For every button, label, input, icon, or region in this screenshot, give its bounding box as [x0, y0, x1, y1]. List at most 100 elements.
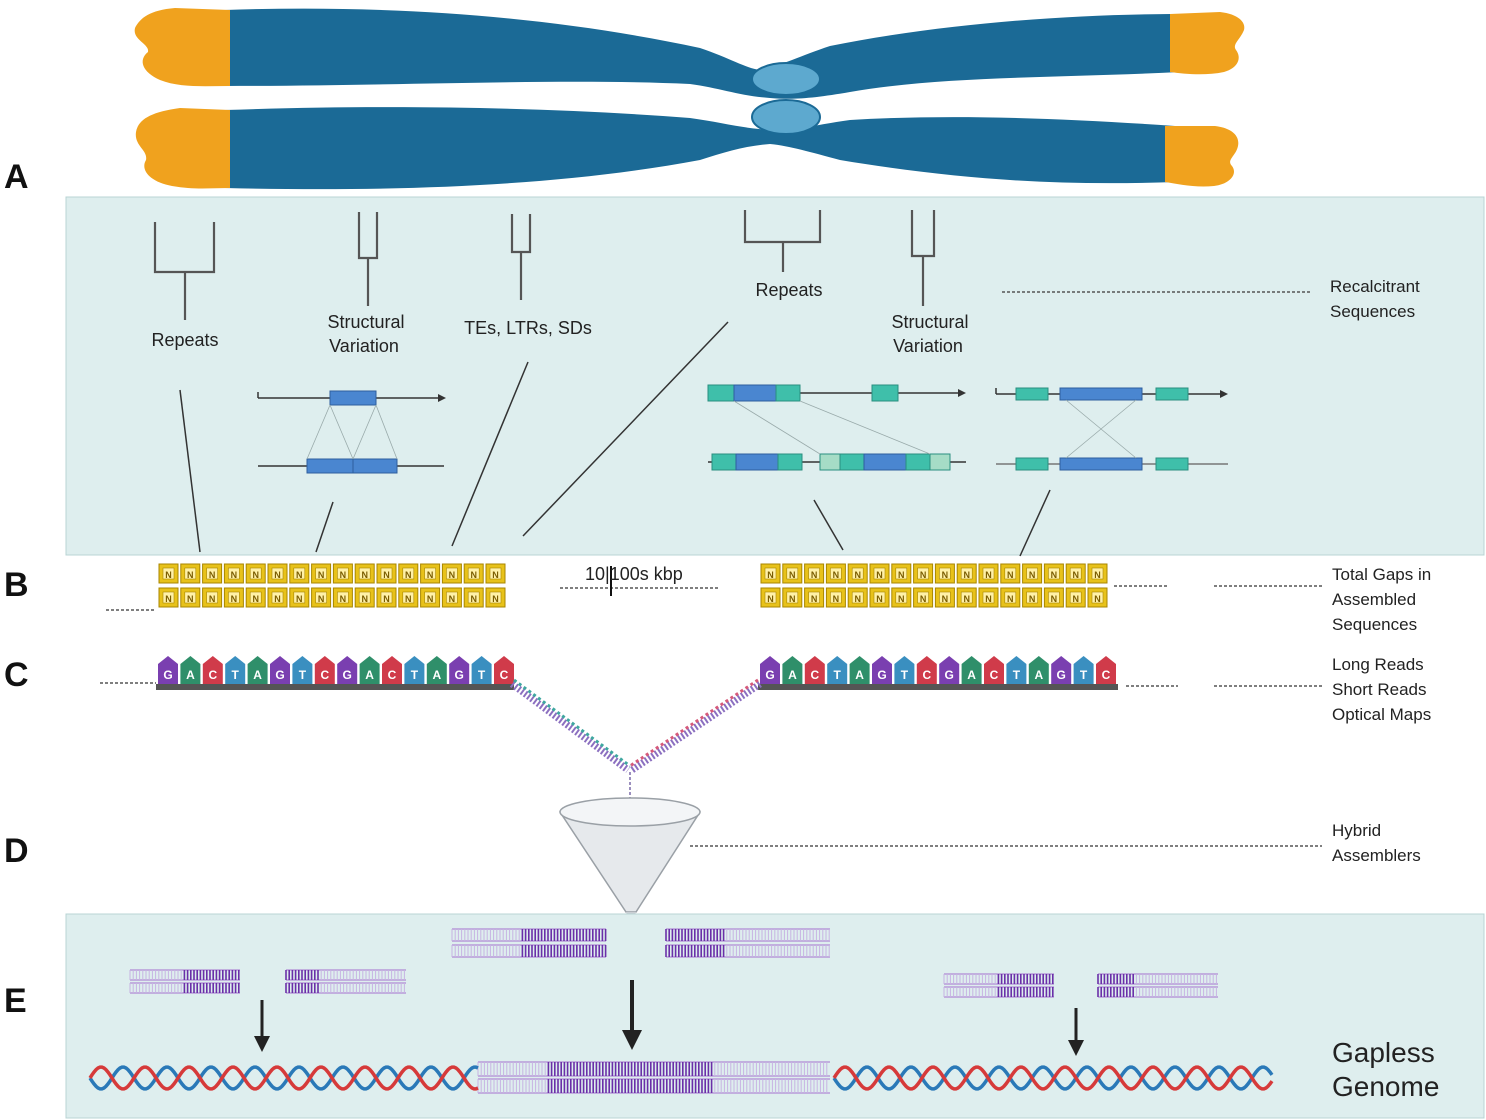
read-fragment: [943, 986, 1054, 998]
read-fragment: [665, 944, 830, 958]
recalcitrant-panel: [65, 196, 1485, 556]
nucleotide-tag: A: [1028, 656, 1049, 684]
gap-letter: N: [1029, 570, 1036, 580]
gap-block: N: [289, 587, 310, 608]
read-fragments: [129, 928, 1218, 1094]
chromosome: [134, 8, 1245, 190]
gap-block: N: [354, 563, 375, 584]
gap-block: N: [1087, 587, 1108, 608]
gap-block: N: [956, 587, 977, 608]
nucleotide-letter: G: [275, 668, 284, 682]
nucleotide-letter: C: [388, 668, 397, 682]
nucleotide-letter: G: [945, 668, 954, 682]
nucleotide-letter: A: [253, 668, 262, 682]
nucleotide-letter: C: [208, 668, 217, 682]
gap-letter: N: [876, 594, 883, 604]
label-short-reads: Short Reads: [1332, 680, 1427, 699]
gap-block: N: [311, 587, 332, 608]
nucleotide-letter: C: [500, 668, 509, 682]
gap-letter: N: [470, 594, 477, 604]
nucleotide-letter: G: [877, 668, 886, 682]
strand-down-right-color: [629, 678, 759, 768]
bracket-sv-1: [357, 212, 379, 306]
gap-block: N: [825, 563, 846, 584]
gap-letter: N: [898, 570, 905, 580]
gap-block: N: [332, 587, 353, 608]
nucleotide-letter: T: [1013, 668, 1021, 682]
gap-letter: N: [854, 594, 861, 604]
strand-down-right: [630, 681, 762, 773]
label-total-gaps-line1: Total Gaps in: [1332, 565, 1431, 584]
chromatid-upper: [225, 8, 1180, 99]
gap-block: N: [978, 563, 999, 584]
gap-block: N: [760, 587, 781, 608]
gap-block: N: [1087, 563, 1108, 584]
gap-block: N: [202, 563, 223, 584]
gap-letter: N: [165, 594, 172, 604]
nucleotide-tag: A: [247, 656, 268, 684]
gap-letter: N: [789, 594, 796, 604]
label-hybrid-line1: Hybrid: [1332, 821, 1381, 840]
nucleotide-tag: C: [804, 656, 825, 684]
read-fragment: [943, 973, 1054, 985]
gap-block: N: [223, 587, 244, 608]
gap-letter: N: [470, 570, 477, 580]
read-fragment: [665, 928, 830, 942]
funnel-icon: [559, 797, 701, 918]
nucleotide-letter: C: [1102, 668, 1111, 682]
gap-letter: N: [383, 570, 390, 580]
nucleotide-letter: T: [478, 668, 486, 682]
nucleotide-tag: T: [225, 656, 246, 684]
helix-strand-red: [88, 1065, 479, 1091]
nucleotide-letter: T: [299, 668, 307, 682]
gap-block: N: [354, 587, 375, 608]
gap-letter: N: [492, 570, 499, 580]
gap-letter: N: [449, 570, 456, 580]
dna-double-helix: [88, 1065, 1274, 1091]
gap-letter: N: [231, 570, 238, 580]
gap-letter: N: [985, 570, 992, 580]
nucleotide-letter: A: [967, 668, 976, 682]
gap-block: N: [1065, 587, 1086, 608]
gap-block: N: [1022, 587, 1043, 608]
gap-block: N: [978, 587, 999, 608]
nucleotide-tag: T: [471, 656, 492, 684]
label-recalcitrant-line1: Recalcitrant: [1330, 277, 1420, 296]
label-sv-2-line1: Structural: [891, 312, 968, 332]
gap-scale-label: 10|100s kbp: [585, 564, 683, 584]
nucleotide-tag: T: [404, 656, 425, 684]
read-fragment: [477, 1061, 830, 1077]
nucleotide-tag: C: [984, 656, 1004, 684]
nucleotide-tag: G: [939, 656, 960, 684]
panel-letter-a: A: [4, 158, 29, 196]
read-fragment: [1097, 986, 1218, 998]
gap-block: N: [1000, 563, 1021, 584]
nucleotide-tag: T: [1073, 656, 1094, 684]
gap-letter: N: [833, 570, 840, 580]
nucleotide-tag: C: [916, 656, 937, 684]
gap-letter: N: [165, 570, 172, 580]
gap-letter: N: [318, 594, 325, 604]
nucleotide-letter: A: [365, 668, 374, 682]
bracket-sv-2: [910, 210, 936, 306]
label-gapless-line1: Gapless: [1332, 1037, 1435, 1068]
telomere-left-lower: [135, 108, 230, 189]
gap-block: N: [485, 587, 506, 608]
label-sv-1-line2: Variation: [329, 336, 399, 356]
gap-letter: N: [963, 594, 970, 604]
nucleotide-tag: G: [872, 656, 892, 684]
gap-block: N: [180, 587, 201, 608]
bracket-repeats-1: [153, 222, 216, 320]
nucleotide-tag: T: [1006, 656, 1027, 684]
gap-block: N: [398, 563, 419, 584]
gap-letter: N: [833, 594, 840, 604]
gap-block: N: [891, 563, 912, 584]
gap-letter: N: [361, 570, 368, 580]
gap-letter: N: [231, 594, 238, 604]
gap-block: N: [223, 563, 244, 584]
gap-letter: N: [187, 570, 194, 580]
nucleotide-letter: G: [1057, 668, 1066, 682]
gap-letter: N: [985, 594, 992, 604]
nucleotide-tag: A: [961, 656, 982, 684]
